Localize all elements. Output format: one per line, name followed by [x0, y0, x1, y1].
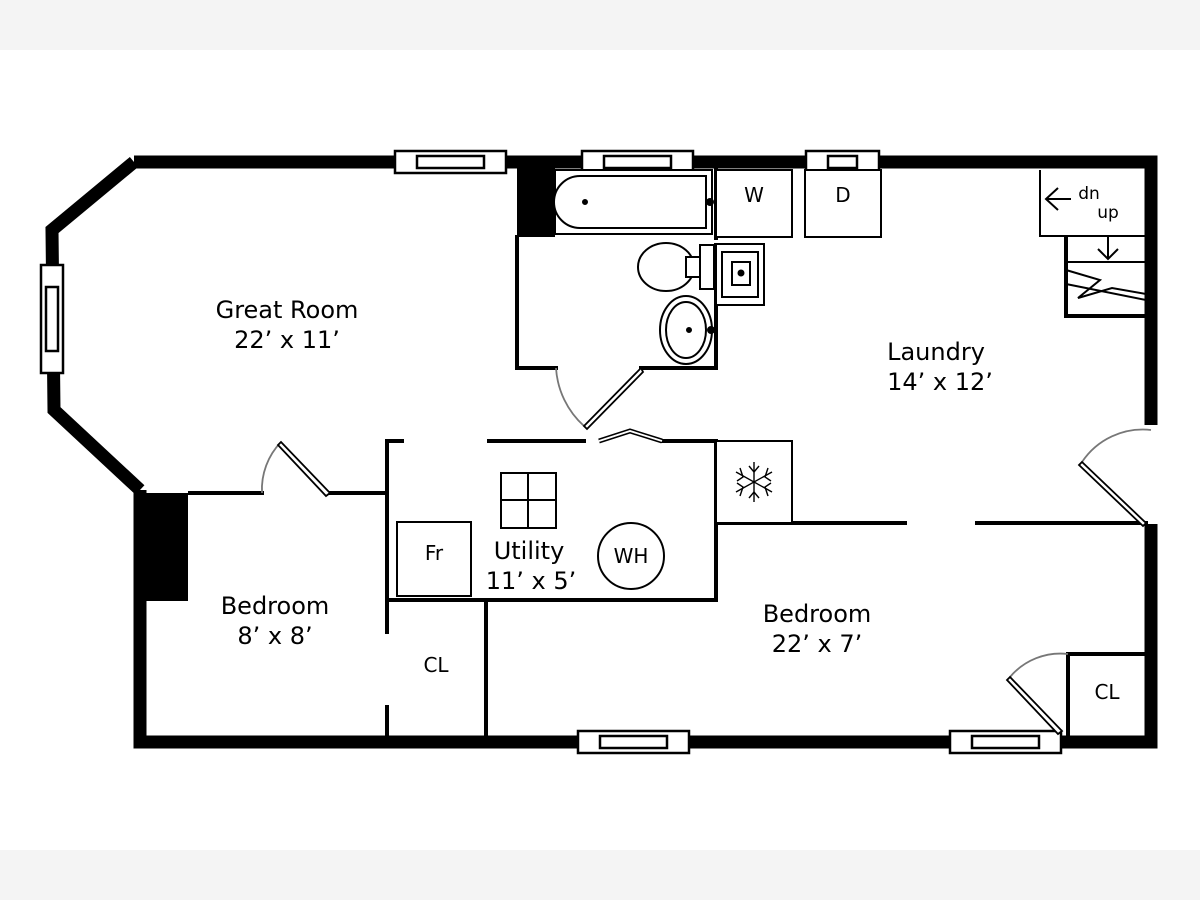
water-heater: [597, 522, 665, 590]
closet-right-label: CL: [1094, 680, 1120, 704]
room-labels: Great Room 22’ x 11’ Laundry 14’ x 12’ U…: [216, 296, 993, 658]
solid-block-top: [517, 162, 555, 237]
washer: [715, 169, 793, 238]
laundry-name: Laundry: [887, 338, 985, 366]
bathtub: [553, 169, 714, 235]
exterior-walls: [45, 155, 1158, 749]
freezer-label: Fr: [425, 541, 444, 565]
great-room-dims: 22’ x 11’: [234, 326, 340, 354]
window-bottom-2: [948, 729, 1063, 755]
dryer-label: D: [835, 183, 850, 207]
bedroom-small-name: Bedroom: [221, 592, 330, 620]
laundry-dims: 14’ x 12’: [887, 368, 993, 396]
windows: [39, 149, 1063, 755]
fixture-labels: W D Fr WH CL CL dn up: [423, 183, 1120, 704]
snowflake-icon: [735, 462, 773, 502]
window-left: [39, 263, 65, 375]
utility-dims: 11’ x 5’: [486, 567, 577, 595]
solid-block-left: [140, 493, 188, 601]
bedroom-large-name: Bedroom: [763, 600, 872, 628]
great-room-name: Great Room: [216, 296, 359, 324]
utility-sink: [715, 243, 765, 306]
washer-label: W: [744, 183, 764, 207]
water-heater-label: WH: [614, 544, 649, 568]
stairs-down-label: dn: [1078, 184, 1100, 204]
dryer: [804, 169, 882, 238]
utility-window-grid: [500, 472, 557, 529]
freezer: [396, 521, 472, 597]
window-top-2: [580, 149, 695, 175]
closet-left-label: CL: [423, 653, 449, 677]
bedroom-small-dims: 8’ x 8’: [237, 622, 312, 650]
window-bottom-1: [576, 729, 691, 755]
bedroom-large-dims: 22’ x 7’: [772, 630, 863, 658]
window-top-1: [393, 149, 508, 175]
utility-name: Utility: [494, 537, 565, 565]
stairs-up-label: up: [1097, 203, 1119, 223]
doors: [261, 366, 1152, 736]
stairs: [1039, 170, 1147, 318]
bathroom-sink: [659, 295, 715, 365]
toilet: [637, 242, 715, 292]
